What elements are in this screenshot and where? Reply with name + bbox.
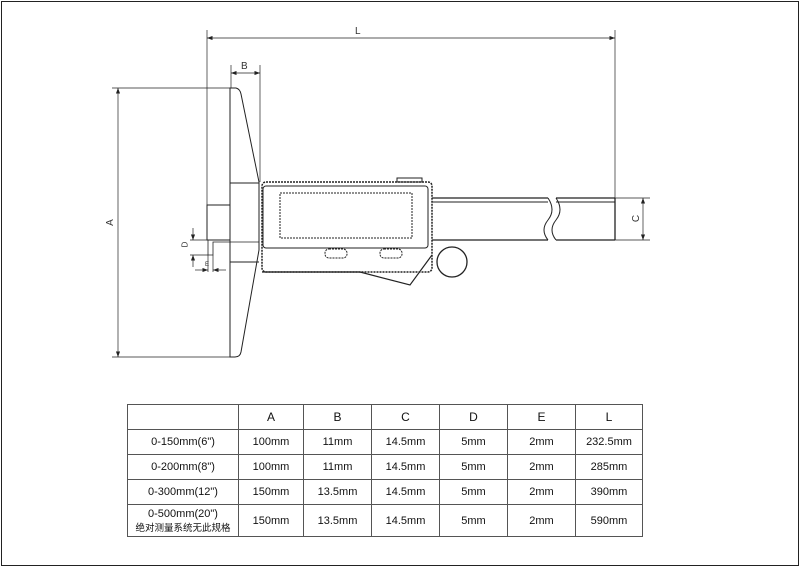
range-cell: 0-500mm(20") 绝对测量系统无此规格 — [127, 504, 239, 537]
header-cell: A — [238, 404, 304, 430]
cell: 5mm — [439, 479, 508, 505]
header-cell: D — [439, 404, 508, 430]
table-row: 0-150mm(6") 100mm 11mm 14.5mm 5mm 2mm 23… — [127, 429, 643, 455]
cell: 5mm — [439, 429, 508, 455]
cell: 100mm — [238, 454, 304, 480]
label-L: L — [355, 26, 361, 37]
cell: 590mm — [575, 504, 643, 537]
cell: 14.5mm — [371, 479, 440, 505]
cell: 14.5mm — [371, 504, 440, 537]
cell: 2mm — [507, 429, 576, 455]
label-D: D — [180, 241, 190, 248]
range-note: 绝对测量系统无此规格 — [135, 522, 231, 534]
dimension-C — [615, 197, 650, 241]
cell: 5mm — [439, 454, 508, 480]
cell: 390mm — [575, 479, 643, 505]
cell: 150mm — [238, 504, 304, 537]
label-E: E — [205, 262, 210, 268]
cell: 13.5mm — [303, 479, 372, 505]
button-left — [324, 248, 348, 259]
table-row: 0-200mm(8") 100mm 11mm 14.5mm 5mm 2mm 28… — [127, 454, 643, 480]
thumb-wheel — [436, 246, 468, 278]
table-header-row: A B C D E L — [127, 404, 643, 430]
dimension-A — [112, 87, 230, 358]
range-cell: 0-300mm(12") — [127, 479, 239, 505]
label-B: B — [241, 61, 248, 72]
table-row: 0-500mm(20") 绝对测量系统无此规格 150mm 13.5mm 14.5… — [127, 504, 643, 537]
header-cell: E — [507, 404, 576, 430]
lcd-display — [279, 192, 413, 239]
header-cell: L — [575, 404, 643, 430]
header-cell: B — [303, 404, 372, 430]
depth-rod — [206, 204, 230, 241]
dimension-B — [230, 65, 261, 182]
cell: 232.5mm — [575, 429, 643, 455]
slider-body — [261, 181, 433, 273]
range-text: 0-500mm(20") — [148, 507, 218, 520]
cell: 100mm — [238, 429, 304, 455]
cell: 13.5mm — [303, 504, 372, 537]
button-right — [379, 248, 403, 259]
label-C: C — [631, 214, 643, 223]
base-blade — [229, 87, 260, 358]
cell: 14.5mm — [371, 429, 440, 455]
label-A: A — [104, 219, 116, 226]
cell: 2mm — [507, 454, 576, 480]
cell: 150mm — [238, 479, 304, 505]
cell: 2mm — [507, 504, 576, 537]
cell: 11mm — [303, 454, 372, 480]
cell: 11mm — [303, 429, 372, 455]
cell: 14.5mm — [371, 454, 440, 480]
header-cell — [127, 404, 239, 430]
cell: 5mm — [439, 504, 508, 537]
header-cell: C — [371, 404, 440, 430]
table-row: 0-300mm(12") 150mm 13.5mm 14.5mm 5mm 2mm… — [127, 479, 643, 505]
spec-table: A B C D E L 0-150mm(6") 100mm 11mm 14.5m… — [127, 404, 643, 537]
cell: 2mm — [507, 479, 576, 505]
dimension-D-E — [190, 228, 226, 273]
range-cell: 0-200mm(8") — [127, 454, 239, 480]
range-cell: 0-150mm(6") — [127, 429, 239, 455]
main-beam — [432, 197, 616, 241]
dimension-L — [206, 30, 616, 205]
cell: 285mm — [575, 454, 643, 480]
